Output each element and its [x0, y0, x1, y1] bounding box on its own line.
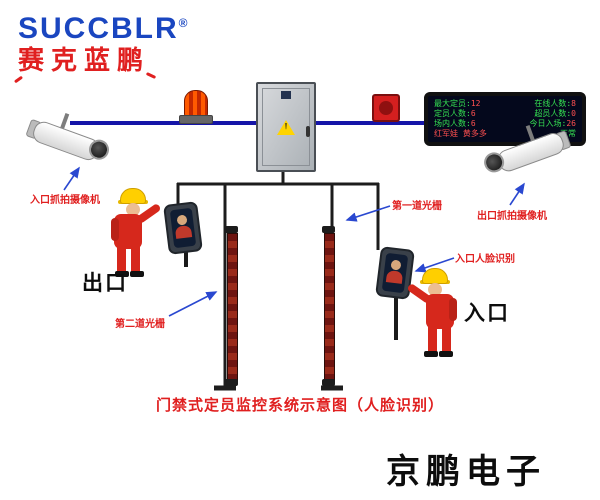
- cabinet-emblem: [281, 91, 291, 99]
- exit-label: 出口: [82, 272, 128, 295]
- led-value: 6: [470, 109, 476, 118]
- cabinet-handle: [306, 126, 310, 137]
- control-cabinet: [256, 82, 316, 172]
- led-value: 12: [470, 99, 481, 108]
- worker-boot: [130, 271, 144, 277]
- arrow-to-entrance-camera: [63, 166, 80, 191]
- alarm-button-icon: [379, 101, 393, 115]
- diagram-title: 门禁式定员监控系统示意图（人脸识别）: [155, 397, 444, 414]
- led-value: 6: [470, 119, 476, 128]
- led-value: 8: [571, 99, 576, 108]
- brand-logo: SUCCBLR® 赛克蓝鹏: [13, 8, 190, 84]
- warning-bolt-icon: [285, 123, 287, 130]
- face-icon: [390, 259, 402, 271]
- led-row: 定员人数:6 超员人数:0: [434, 109, 576, 119]
- worker-arm: [111, 218, 119, 241]
- worker-leg: [131, 247, 140, 272]
- terminal-pole: [394, 294, 398, 340]
- shoulders-icon: [174, 225, 193, 239]
- beacon-base: [179, 115, 213, 124]
- led-status: 正常: [560, 129, 576, 138]
- led-occupancy-display: 最大定员:12 在线人数:8 定员人数:6 超员人数:0 场内人数:6 今日入场…: [424, 92, 586, 146]
- arrow-to-entrance-face-terminal: [414, 257, 455, 273]
- entrance-worker-figure: [406, 266, 464, 358]
- entrance-face-label: 入口人脸识别: [455, 254, 515, 265]
- second-light-barrier: [227, 233, 238, 381]
- led-label: 在线人数:: [534, 99, 572, 108]
- worker-leg: [442, 327, 451, 352]
- worker-arm: [449, 298, 457, 321]
- led-value: 26: [566, 119, 576, 128]
- led-row-names: 红军娃 黄多多 正常: [434, 129, 576, 139]
- led-value: 0: [571, 109, 576, 118]
- shoulders-icon: [385, 270, 404, 284]
- first-barrier-label: 第一道光栅: [392, 201, 442, 212]
- worker-boot: [439, 351, 453, 357]
- worker-leg: [428, 327, 437, 352]
- face-icon: [176, 214, 188, 226]
- registered-mark-icon: ®: [178, 16, 190, 30]
- exit-camera-label: 出口抓拍摄像机: [477, 211, 547, 222]
- footer-brand: 京鹏电子: [386, 453, 546, 491]
- led-row: 最大定员:12 在线人数:8: [434, 99, 576, 109]
- led-label: 最大定员:: [434, 99, 471, 108]
- second-barrier-label: 第二道光栅: [115, 319, 165, 330]
- worker-face: [126, 203, 140, 216]
- led-label: 场内人数:: [434, 119, 471, 128]
- barrier-cap: [322, 379, 335, 386]
- exit-face-terminal: [163, 201, 208, 269]
- barrier-cap: [225, 226, 238, 233]
- barrier-cap: [225, 379, 238, 386]
- logo-subtext: 赛克蓝鹏: [18, 45, 151, 75]
- alarm-call-point: [372, 94, 400, 124]
- barrier-cap: [322, 226, 335, 233]
- led-label: 超员人数:: [534, 109, 572, 118]
- hard-hat-icon: [120, 188, 146, 204]
- led-label: 今日入场:: [529, 119, 567, 128]
- led-person-names: 红军娃 黄多多: [434, 129, 487, 138]
- worker-boot: [115, 271, 129, 277]
- logo-text: SUCCBLR: [18, 12, 179, 45]
- worker-boot: [424, 351, 438, 357]
- arrow-to-first-barrier: [345, 205, 391, 222]
- terminal-screen: [169, 207, 197, 249]
- arrow-to-exit-camera: [509, 182, 525, 206]
- beacon-dome: [184, 90, 208, 117]
- first-light-barrier: [324, 233, 335, 381]
- led-row: 场内人数:6 今日入场:26: [434, 119, 576, 129]
- terminal-pole: [184, 245, 188, 267]
- entrance-face-terminal: [372, 246, 418, 343]
- led-label: 定员人数:: [434, 109, 471, 118]
- entrance-label: 入口: [464, 302, 510, 325]
- exit-worker-figure: [104, 186, 162, 278]
- terminal-screen: [381, 252, 409, 294]
- worker-leg: [117, 247, 126, 272]
- alarm-beacon: [178, 90, 213, 126]
- arrow-to-second-barrier: [168, 291, 218, 317]
- terminal-device: [163, 201, 203, 255]
- hard-hat-icon: [422, 268, 448, 284]
- logo-wordmark: SUCCBLR®: [18, 8, 190, 44]
- entrance-camera-label: 入口抓拍摄像机: [30, 195, 100, 206]
